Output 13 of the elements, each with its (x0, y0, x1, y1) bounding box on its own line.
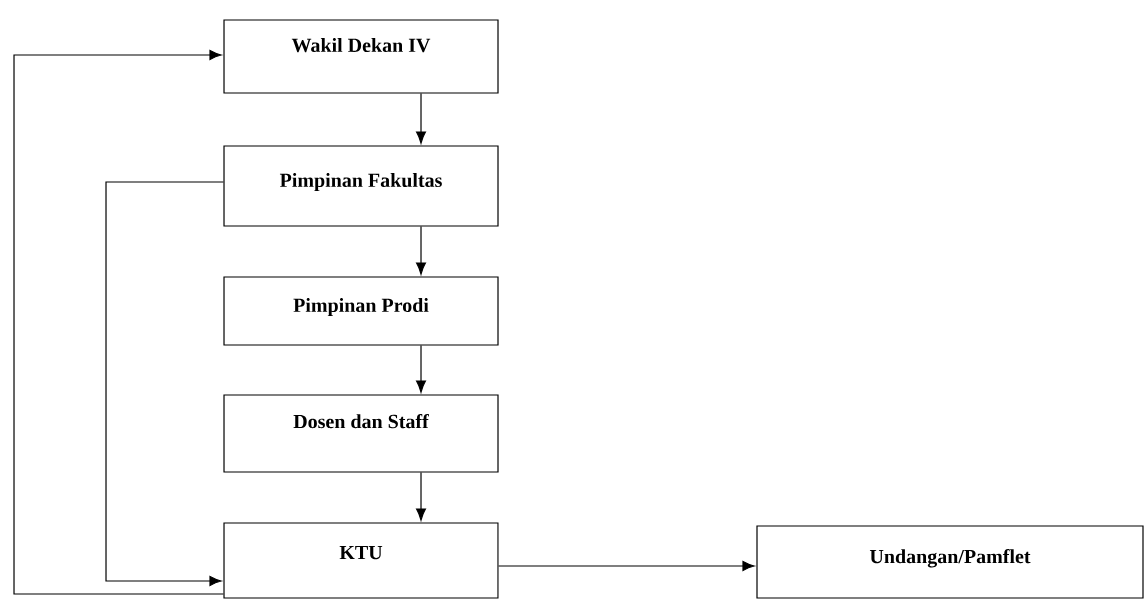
arrow (415, 226, 427, 275)
arrow (13, 49, 224, 595)
process-box: Pimpinan Fakultas (223, 145, 499, 227)
process-box: KTU (223, 522, 499, 599)
process-box: Undangan/Pamflet (756, 525, 1144, 599)
arrow (498, 560, 755, 571)
arrow (415, 472, 427, 521)
process-box: Pimpinan Prodi (223, 276, 499, 346)
arrow (415, 345, 427, 393)
process-box: Wakil Dekan IV (223, 19, 499, 94)
arrow (105, 181, 224, 586)
process-box: Dosen dan Staff (223, 394, 499, 473)
arrow (415, 93, 427, 144)
